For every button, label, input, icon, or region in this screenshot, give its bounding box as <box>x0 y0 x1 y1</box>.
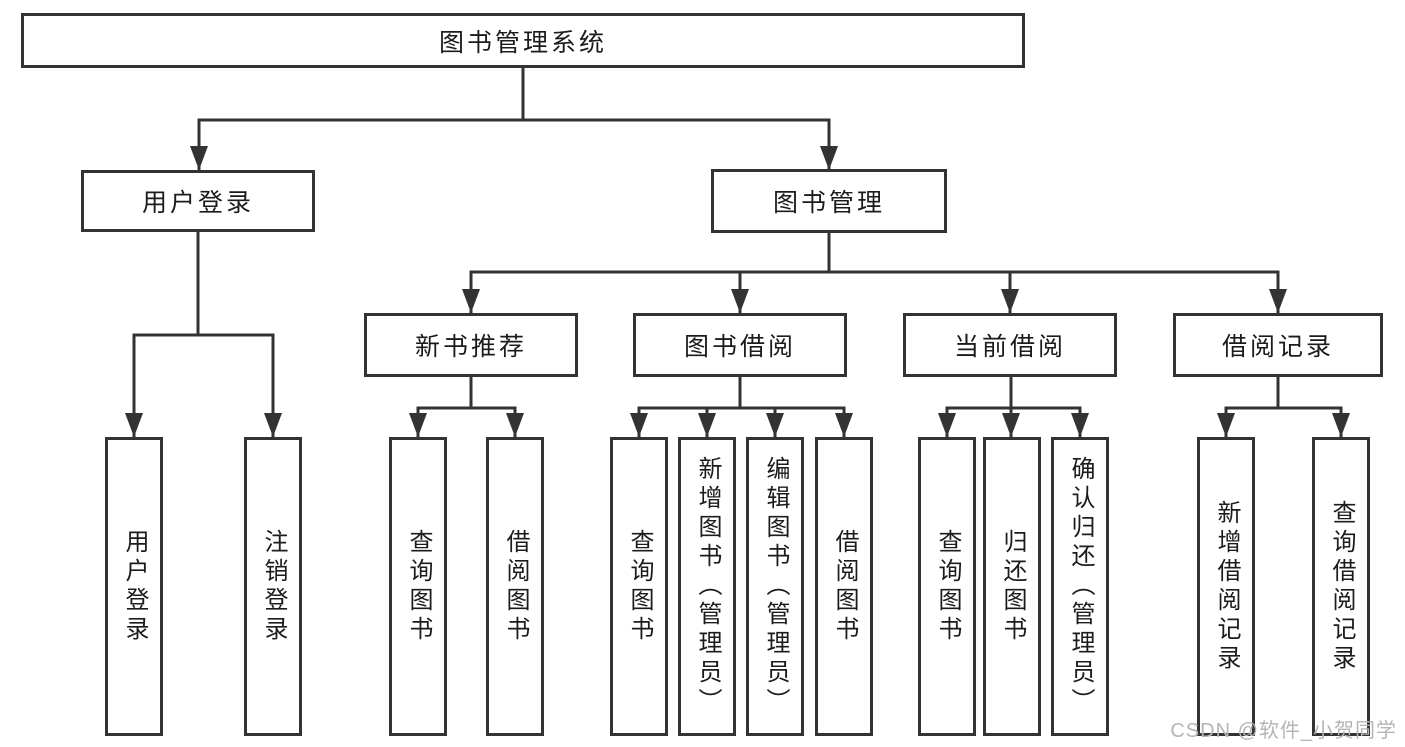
node-root-label: 图书管理系统 <box>438 28 607 57</box>
connector-book-borrowing-branch <box>630 375 853 439</box>
arrowhead-icon <box>1332 413 1350 437</box>
node-leaf-query-borrow-record-label: 查询借阅记录 <box>1328 499 1355 674</box>
node-leaf-user-login-label: 用户登录 <box>121 528 148 645</box>
node-book-borrowing-label: 图书借阅 <box>683 333 796 361</box>
arrowhead-icon <box>1002 413 1020 437</box>
node-leaf-edit-book-admin: 编辑图书（管理员） <box>746 437 804 736</box>
arrowhead-icon <box>462 289 480 313</box>
arrowhead-icon <box>698 413 716 437</box>
arrowhead-icon <box>630 413 648 437</box>
node-user-login-label: 用户登录 <box>141 189 254 217</box>
node-current-borrowing: 当前借阅 <box>903 313 1117 377</box>
arrowhead-icon <box>1001 289 1019 313</box>
node-leaf-logout: 注销登录 <box>244 437 302 736</box>
arrowhead-icon <box>409 413 427 437</box>
node-leaf-edit-book-admin-label: 编辑图书（管理员） <box>762 456 789 717</box>
node-leaf-return-books: 归还图书 <box>983 437 1041 736</box>
node-leaf-user-login: 用户登录 <box>105 437 163 736</box>
connector-book-management-branch <box>462 230 1287 315</box>
node-leaf-query-books-borrowing: 查询图书 <box>610 437 668 736</box>
node-leaf-add-book-admin: 新增图书（管理员） <box>678 437 736 736</box>
node-new-book-recommend-label: 新书推荐 <box>414 333 527 361</box>
connector-borrowing-records-branch <box>1217 375 1350 439</box>
node-current-borrowing-label: 当前借阅 <box>953 333 1066 361</box>
node-leaf-borrow-books-recommend: 借阅图书 <box>486 437 544 736</box>
arrowhead-icon <box>731 289 749 313</box>
node-leaf-borrow-books-recommend-label: 借阅图书 <box>502 528 529 645</box>
arrowhead-icon <box>264 413 282 437</box>
node-leaf-confirm-return-admin-label: 确认归还（管理员） <box>1067 456 1094 717</box>
connector-current-borrowing-branch <box>938 375 1089 439</box>
connector-user-login-branch <box>125 230 282 439</box>
node-leaf-borrow-books-label: 借阅图书 <box>831 528 858 645</box>
node-leaf-return-books-label: 归还图书 <box>999 528 1026 645</box>
arrowhead-icon <box>1269 289 1287 313</box>
node-new-book-recommend: 新书推荐 <box>364 313 578 377</box>
node-leaf-borrow-books: 借阅图书 <box>815 437 873 736</box>
arrowhead-icon <box>1217 413 1235 437</box>
node-leaf-logout-label: 注销登录 <box>260 528 287 645</box>
watermark: CSDN @软件_小贺同学 <box>1170 720 1397 742</box>
arrowhead-icon <box>190 146 208 170</box>
connector-new-book-branch <box>409 375 524 439</box>
node-book-management-label: 图书管理 <box>772 189 885 217</box>
node-borrowing-records: 借阅记录 <box>1173 313 1383 377</box>
node-book-management: 图书管理 <box>711 169 947 233</box>
node-leaf-add-borrow-record: 新增借阅记录 <box>1197 437 1255 736</box>
node-leaf-query-borrow-record: 查询借阅记录 <box>1312 437 1370 736</box>
node-borrowing-records-label: 借阅记录 <box>1221 333 1334 361</box>
arrowhead-icon <box>125 413 143 437</box>
arrowhead-icon <box>506 413 524 437</box>
node-book-borrowing: 图书借阅 <box>633 313 847 377</box>
node-leaf-confirm-return-admin: 确认归还（管理员） <box>1051 437 1109 736</box>
node-leaf-query-books-current-label: 查询图书 <box>934 528 961 645</box>
arrowhead-icon <box>820 146 838 170</box>
node-leaf-query-books-current: 查询图书 <box>918 437 976 736</box>
arrowhead-icon <box>766 413 784 437</box>
arrowhead-icon <box>835 413 853 437</box>
arrowhead-icon <box>1071 413 1089 437</box>
connector-root-branch <box>190 66 838 172</box>
node-leaf-query-books-borrowing-label: 查询图书 <box>626 528 653 645</box>
arrowhead-icon <box>938 413 956 437</box>
node-leaf-add-book-admin-label: 新增图书（管理员） <box>694 456 721 717</box>
node-leaf-add-borrow-record-label: 新增借阅记录 <box>1213 499 1240 674</box>
node-leaf-query-books-recommend-label: 查询图书 <box>405 528 432 645</box>
node-root: 图书管理系统 <box>21 13 1025 68</box>
node-leaf-query-books-recommend: 查询图书 <box>389 437 447 736</box>
node-user-login: 用户登录 <box>81 170 315 232</box>
